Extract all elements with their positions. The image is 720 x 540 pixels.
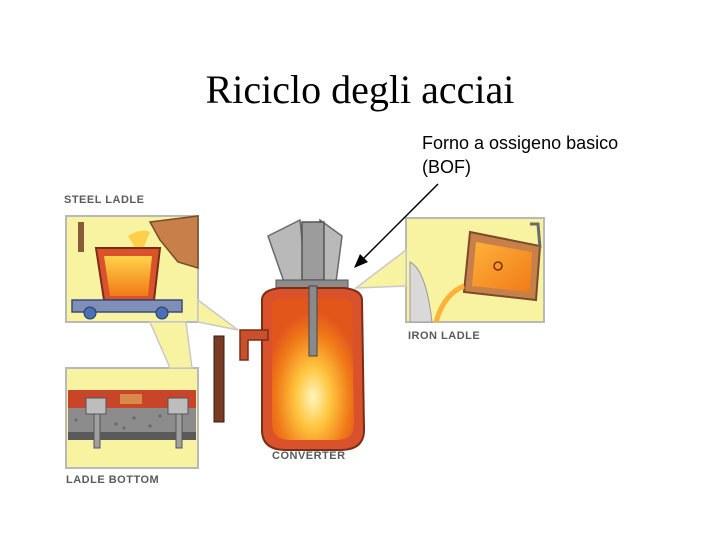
converter-label: CONVERTER <box>272 450 346 462</box>
iron-ladle-label: IRON LADLE <box>408 330 480 342</box>
ladle-bottom-label: LADLE BOTTOM <box>66 474 159 486</box>
zoom-wedge-iron <box>356 250 406 288</box>
steel-ladle-panel <box>66 216 198 322</box>
converter-furnace <box>240 220 364 450</box>
zoom-wedge-bottom <box>150 322 192 368</box>
steel-ladle-label: STEEL LADLE <box>64 194 144 206</box>
iron-ladle-panel <box>406 218 544 322</box>
ladle-bottom-panel <box>66 368 198 468</box>
support-post <box>214 336 224 422</box>
zoom-wedge-steel <box>198 300 238 330</box>
